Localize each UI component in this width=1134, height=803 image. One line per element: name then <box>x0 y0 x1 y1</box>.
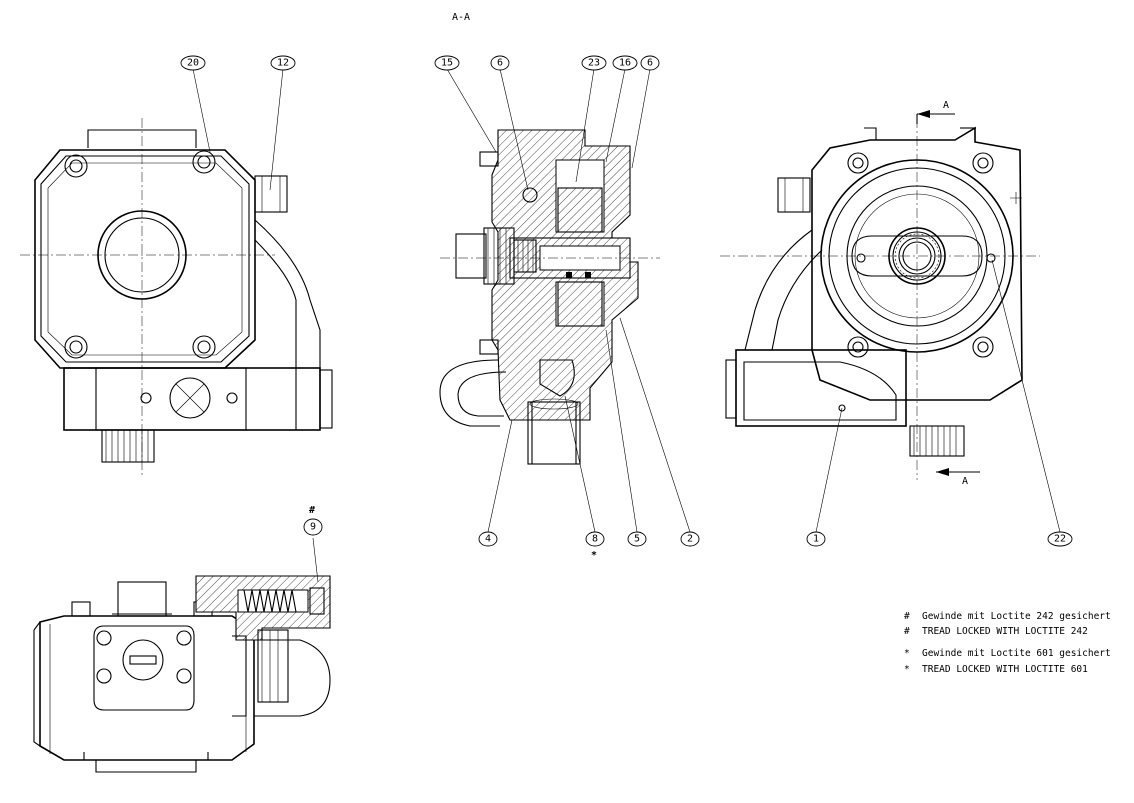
svg-text:15: 15 <box>441 58 453 69</box>
callout-20: 20 <box>180 55 206 71</box>
note-line: * Gewinde mit Loctite 601 gesichert <box>904 648 1111 659</box>
svg-text:4: 4 <box>485 534 491 545</box>
svg-text:Gewinde mit Loctite 601 gesich: Gewinde mit Loctite 601 gesichert <box>922 648 1111 659</box>
bolt <box>972 336 994 358</box>
svg-text:22: 22 <box>1054 534 1066 545</box>
svg-text:*: * <box>904 648 910 659</box>
bolt <box>192 150 216 174</box>
leader-lines <box>192 68 1061 583</box>
section-title: A-A <box>452 12 470 23</box>
callout-9: # 9 <box>303 505 323 536</box>
callout-22: 22 <box>1047 531 1073 547</box>
bolt <box>64 335 88 359</box>
bolt <box>847 152 869 174</box>
svg-text:12: 12 <box>277 58 289 69</box>
svg-text:#: # <box>309 505 315 516</box>
front-view <box>20 118 333 475</box>
svg-text:TREAD LOCKED WITH LOCTITE 601: TREAD LOCKED WITH LOCTITE 601 <box>922 664 1088 675</box>
callout-6-right: 6 <box>640 55 660 71</box>
svg-text:23: 23 <box>588 58 600 69</box>
callout-12: 12 <box>270 55 296 71</box>
note-line: # TREAD LOCKED WITH LOCTITE 242 <box>904 626 1088 637</box>
bolt <box>972 152 994 174</box>
svg-text:6: 6 <box>647 58 653 69</box>
svg-text:*: * <box>904 664 910 675</box>
bolt <box>192 335 216 359</box>
note-line: * TREAD LOCKED WITH LOCTITE 601 <box>904 664 1088 675</box>
rear-view: A A <box>720 100 1040 487</box>
section-marker-bottom: A <box>962 476 968 487</box>
svg-text:TREAD LOCKED WITH LOCTITE 242: TREAD LOCKED WITH LOCTITE 242 <box>922 626 1088 637</box>
callout-5: 5 <box>627 531 647 547</box>
svg-text:5: 5 <box>634 534 640 545</box>
callout-16: 16 <box>612 55 638 71</box>
svg-text:6: 6 <box>497 58 503 69</box>
section-view <box>439 129 660 465</box>
svg-text:16: 16 <box>619 58 631 69</box>
svg-text:9: 9 <box>310 522 316 533</box>
callout-6-left: 6 <box>490 55 510 71</box>
callout-8: 8 * <box>585 531 605 561</box>
svg-text:#: # <box>904 611 910 622</box>
callout-23: 23 <box>581 55 607 71</box>
bolt <box>847 336 869 358</box>
callout-1: 1 <box>806 531 826 547</box>
bottom-view <box>33 575 331 773</box>
callout-4: 4 <box>478 531 498 547</box>
callout-15: 15 <box>434 55 460 71</box>
bolt <box>64 154 88 178</box>
section-marker-top: A <box>943 100 949 111</box>
svg-text:20: 20 <box>187 58 199 69</box>
note-line: # Gewinde mit Loctite 242 gesichert <box>904 611 1111 622</box>
callout-2: 2 <box>680 531 700 547</box>
svg-text:1: 1 <box>813 534 819 545</box>
svg-text:#: # <box>904 626 910 637</box>
svg-text:*: * <box>591 550 597 561</box>
svg-text:8: 8 <box>592 534 598 545</box>
notes-block: # Gewinde mit Loctite 242 gesichert # TR… <box>904 611 1111 675</box>
svg-text:2: 2 <box>687 534 693 545</box>
svg-text:Gewinde mit Loctite 242 gesich: Gewinde mit Loctite 242 gesichert <box>922 611 1111 622</box>
